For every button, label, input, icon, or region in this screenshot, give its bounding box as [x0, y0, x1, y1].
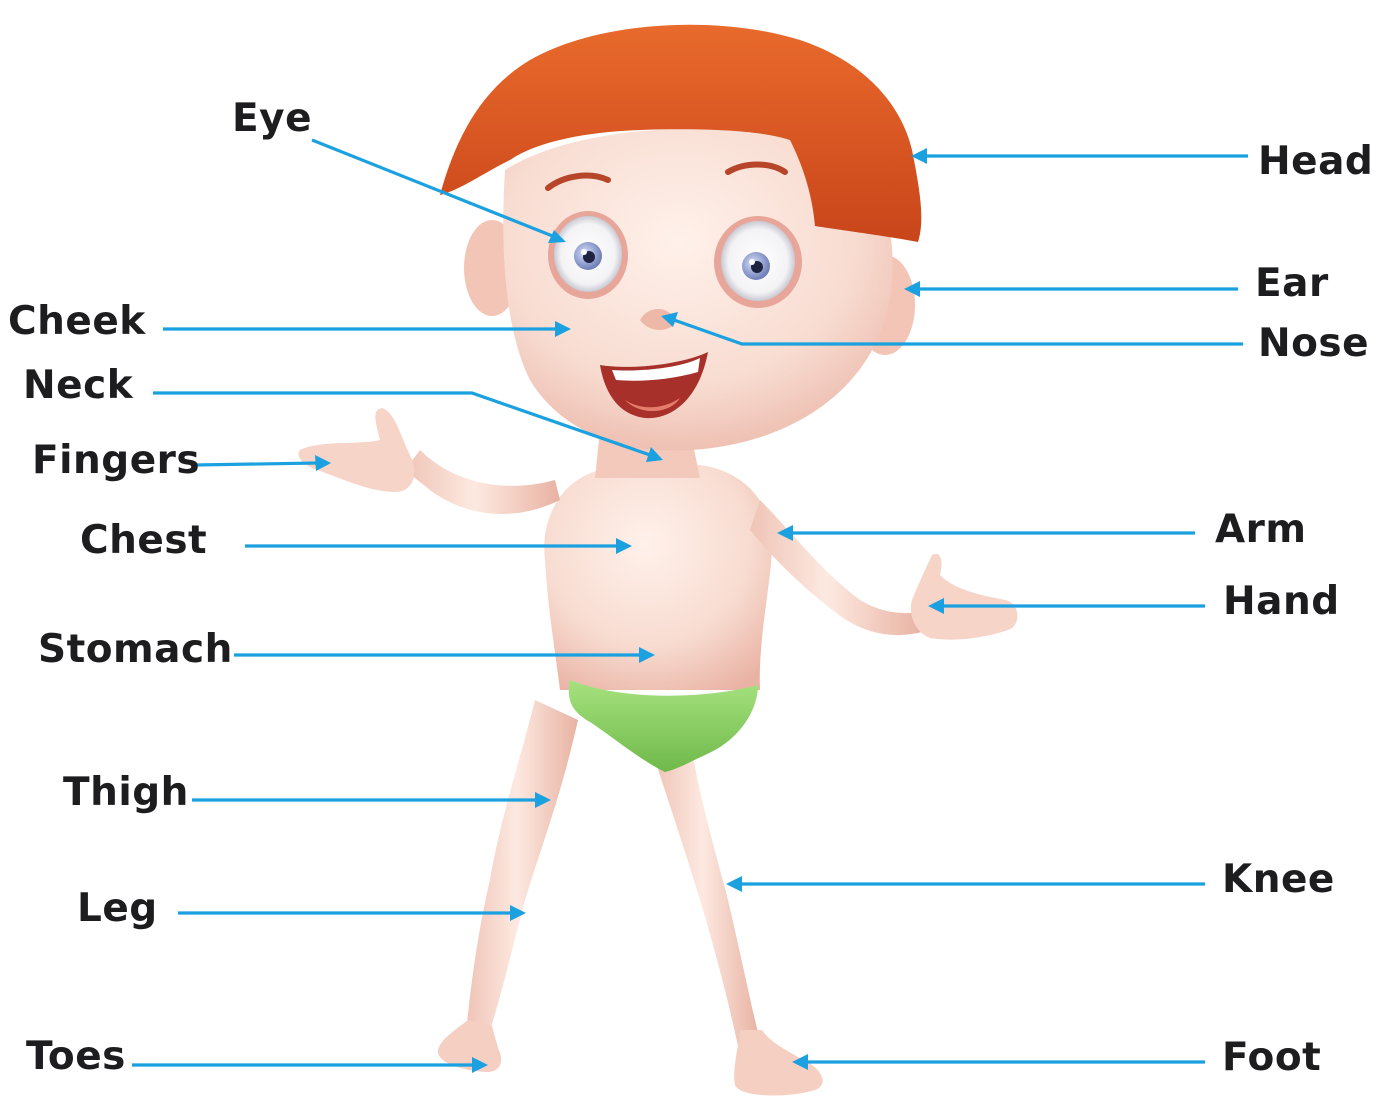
label-head: Head [1258, 142, 1373, 181]
leg-pointer [178, 905, 526, 921]
label-arm: Arm [1215, 510, 1307, 549]
label-toes: Toes [26, 1037, 126, 1076]
label-cheek: Cheek [8, 302, 146, 341]
label-hand: Hand [1223, 582, 1340, 621]
ear-pointer [904, 281, 1238, 297]
label-nose: Nose [1258, 324, 1369, 363]
nose-pointer [661, 312, 1243, 344]
label-fingers: Fingers [32, 441, 200, 480]
label-leg: Leg [77, 889, 158, 928]
label-foot: Foot [1222, 1038, 1321, 1077]
thigh-pointer [192, 792, 551, 808]
eye-pointer [312, 140, 566, 243]
arm-pointer [777, 525, 1195, 541]
label-chest: Chest [80, 521, 207, 560]
label-thigh: Thigh [63, 773, 189, 812]
fingers-pointer [195, 455, 331, 471]
cheek-pointer [163, 321, 571, 337]
label-neck: Neck [23, 366, 133, 405]
knee-pointer [726, 876, 1205, 892]
chest-pointer [245, 538, 632, 554]
label-eye: Eye [232, 99, 312, 138]
label-ear: Ear [1255, 264, 1329, 303]
hand-pointer [928, 598, 1205, 614]
neck-pointer [153, 393, 663, 462]
label-knee: Knee [1222, 860, 1335, 899]
head-pointer [911, 148, 1248, 164]
stomach-pointer [234, 647, 655, 663]
toes-pointer [132, 1057, 488, 1073]
foot-pointer [792, 1054, 1205, 1070]
label-stomach: Stomach [38, 630, 233, 669]
